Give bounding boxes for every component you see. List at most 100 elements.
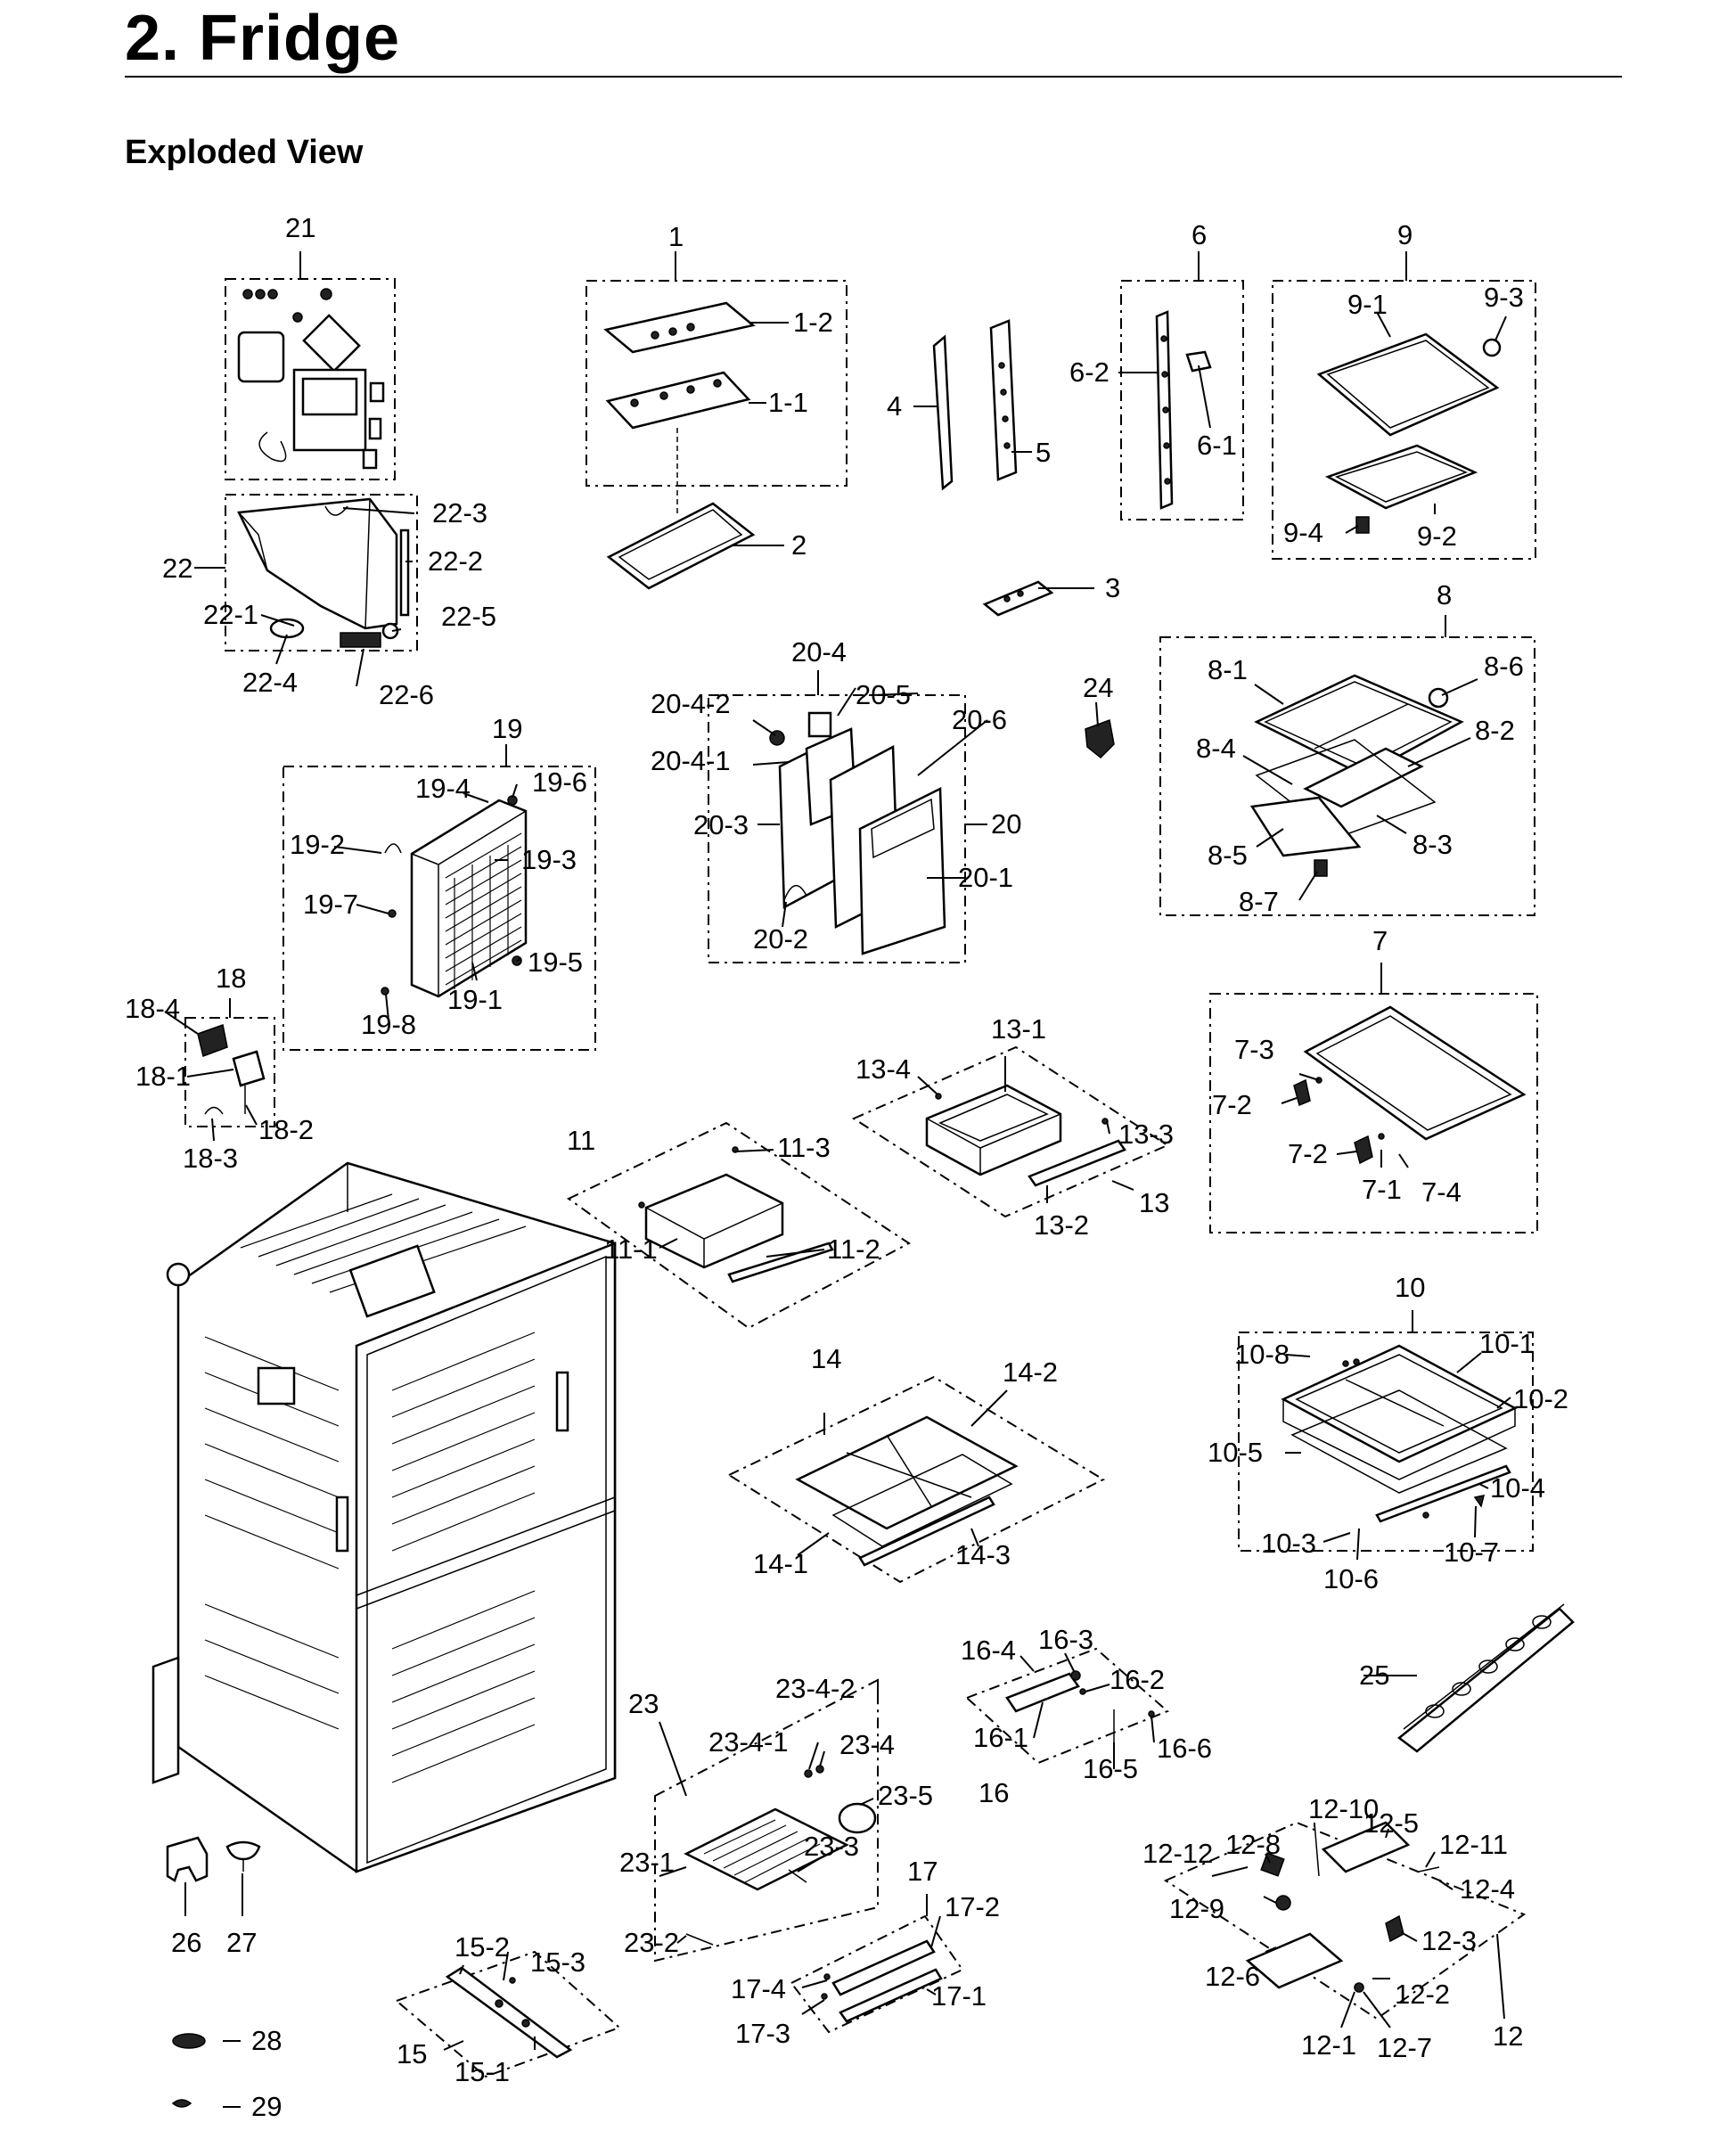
callout-12-5: 12-5 — [1363, 1807, 1419, 1839]
parts-3-4-5 — [932, 319, 1054, 617]
callout-10-6: 10-6 — [1323, 1563, 1379, 1594]
callout-17-2: 17-2 — [945, 1891, 1000, 1922]
callout-3: 3 — [1105, 572, 1120, 603]
callout-23-4-1: 23-4-1 — [708, 1726, 789, 1758]
part-group-1 — [585, 251, 848, 590]
callout-8-5: 8-5 — [1208, 840, 1248, 871]
callout-18-1: 18-1 — [135, 1061, 191, 1092]
part-group-8 — [1159, 615, 1535, 916]
part-group-15 — [395, 1950, 621, 2078]
callout-7-3: 7-3 — [1234, 1034, 1274, 1065]
callout-13-3: 13-3 — [1118, 1119, 1174, 1150]
callout-29: 29 — [251, 2091, 282, 2122]
part-group-10 — [1238, 1310, 1534, 1552]
callout-16-1: 16-1 — [973, 1722, 1028, 1753]
callout-16-4: 16-4 — [961, 1635, 1016, 1666]
part-group-11 — [567, 1121, 911, 1330]
callout-23-4: 23-4 — [839, 1729, 895, 1760]
part-group-6 — [1120, 251, 1244, 520]
part-group-21 — [225, 251, 396, 480]
callout-18-2: 18-2 — [258, 1114, 314, 1145]
callout-22-4: 22-4 — [242, 667, 298, 698]
callout-19-7: 19-7 — [303, 889, 358, 920]
callout-6-1: 6-1 — [1197, 430, 1237, 461]
callout-20-4: 20-4 — [791, 636, 847, 668]
callout-15-3: 15-3 — [530, 1946, 585, 1978]
part-group-18 — [184, 998, 275, 1127]
callout-18-4: 18-4 — [125, 993, 180, 1024]
part-group-17 — [790, 1914, 964, 2034]
callout-8-3: 8-3 — [1413, 829, 1453, 860]
callout-10-3: 10-3 — [1261, 1528, 1316, 1559]
section-title: Exploded View — [125, 134, 364, 171]
callout-8-1: 8-1 — [1208, 654, 1248, 685]
callout-13-1: 13-1 — [991, 1013, 1046, 1045]
part-group-16 — [965, 1647, 1169, 1765]
part-group-22 — [225, 494, 418, 652]
callout-8-2: 8-2 — [1475, 715, 1515, 746]
callout-10-8: 10-8 — [1234, 1339, 1290, 1370]
callout-7-4: 7-4 — [1421, 1176, 1462, 1208]
callout-16-6: 16-6 — [1157, 1733, 1212, 1764]
part-group-23 — [654, 1678, 879, 1963]
callout-20-4-2: 20-4-2 — [651, 688, 731, 719]
page-title: 2. Fridge — [125, 3, 401, 74]
callout-12-10: 12-10 — [1308, 1793, 1379, 1824]
callout-11: 11 — [567, 1125, 595, 1156]
callout-20-5: 20-5 — [856, 679, 911, 710]
callout-19-3: 19-3 — [521, 844, 577, 875]
part-group-19 — [283, 744, 596, 1051]
callout-22-2: 22-2 — [428, 545, 483, 577]
callout-24: 24 — [1083, 672, 1113, 703]
callout-13-2: 13-2 — [1034, 1209, 1089, 1241]
callout-27: 27 — [226, 1927, 257, 1958]
callout-26: 26 — [171, 1927, 201, 1958]
callout-23-1: 23-1 — [619, 1847, 675, 1878]
callout-20-3: 20-3 — [693, 809, 749, 840]
callout-19-2: 19-2 — [290, 829, 345, 860]
part-24 — [1085, 701, 1115, 759]
callout-12-1: 12-1 — [1301, 2029, 1356, 2061]
callout-20-4-1: 20-4-1 — [651, 745, 731, 776]
callout-13: 13 — [1139, 1187, 1169, 1218]
callout-9: 9 — [1397, 219, 1413, 250]
callout-8: 8 — [1437, 579, 1452, 611]
callout-23-4-2: 23-4-2 — [775, 1673, 856, 1704]
callout-1-1: 1-1 — [768, 387, 808, 418]
callout-12-8: 12-8 — [1225, 1829, 1281, 1860]
callout-9-1: 9-1 — [1347, 289, 1388, 320]
callout-5: 5 — [1036, 437, 1051, 468]
callout-18-3: 18-3 — [183, 1143, 238, 1174]
callout-7-2a: 7-2 — [1212, 1089, 1252, 1120]
callout-7-1: 7-1 — [1362, 1174, 1402, 1205]
callout-15-2: 15-2 — [454, 1931, 510, 1963]
callout-18: 18 — [216, 963, 246, 994]
fridge-cabinet — [151, 1161, 617, 1873]
callout-12-4: 12-4 — [1460, 1873, 1515, 1905]
callout-12-9: 12-9 — [1169, 1893, 1224, 1924]
callout-9-3: 9-3 — [1484, 282, 1524, 313]
callout-11-3: 11-3 — [777, 1132, 831, 1163]
callout-9-2: 9-2 — [1417, 520, 1457, 552]
callout-20-6: 20-6 — [952, 704, 1007, 735]
callout-22-1: 22-1 — [203, 599, 258, 630]
callout-17: 17 — [907, 1856, 938, 1887]
callout-2: 2 — [791, 529, 807, 561]
callout-17-3: 17-3 — [735, 2018, 790, 2049]
callout-8-6: 8-6 — [1484, 651, 1524, 682]
callout-22-3: 22-3 — [432, 497, 487, 529]
callout-11-1: 11-1 — [604, 1233, 658, 1265]
part-group-13 — [851, 1045, 1170, 1218]
callout-20: 20 — [991, 808, 1021, 840]
callout-12-3: 12-3 — [1421, 1925, 1477, 1956]
callout-10-4: 10-4 — [1490, 1472, 1545, 1504]
callout-10-5: 10-5 — [1208, 1437, 1263, 1468]
callout-7: 7 — [1372, 925, 1388, 956]
callout-14-1: 14-1 — [753, 1548, 808, 1579]
callout-28: 28 — [251, 2025, 282, 2056]
part-25 — [1396, 1603, 1575, 1753]
callout-7-2b: 7-2 — [1288, 1138, 1328, 1169]
callout-15: 15 — [397, 2038, 427, 2069]
callout-10-1: 10-1 — [1479, 1328, 1535, 1359]
callout-16-5: 16-5 — [1083, 1753, 1138, 1784]
